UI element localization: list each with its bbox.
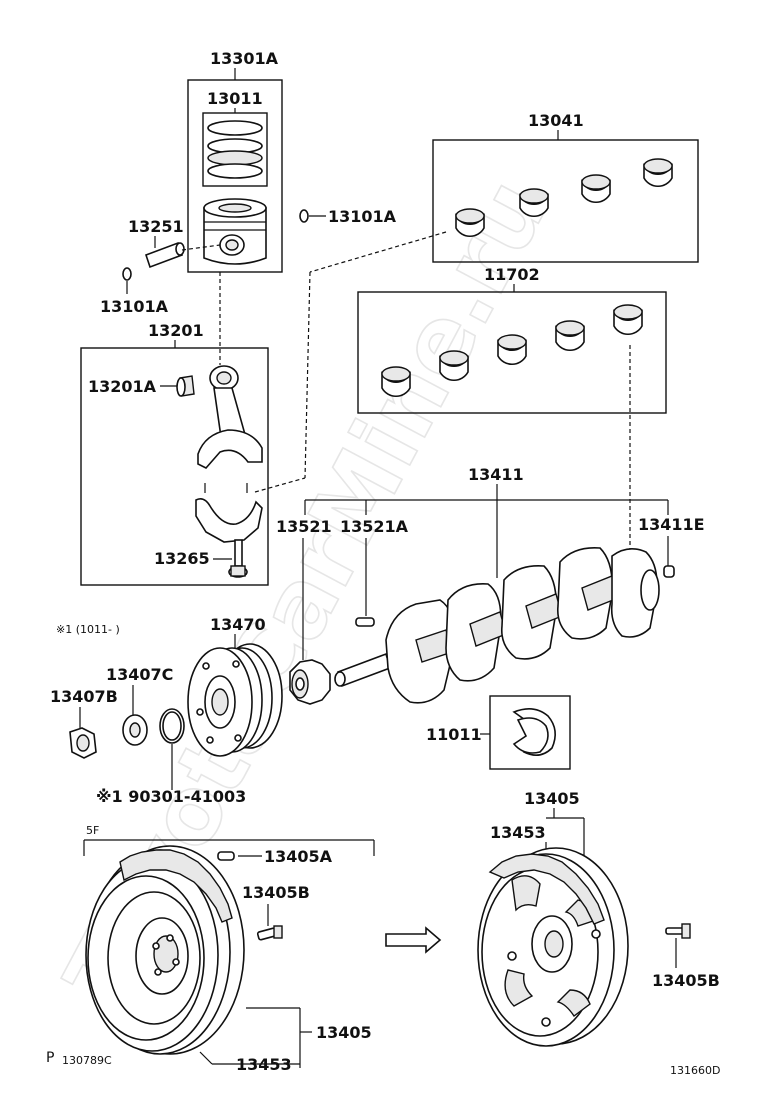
part-label-13405-left[interactable]: 13405 xyxy=(316,1023,372,1042)
piston-assembly-box xyxy=(187,79,283,273)
crank-pulley-group: ※1 (1011- ) 13470 13407C 13407B xyxy=(50,615,283,806)
main-bearing-box xyxy=(357,291,667,414)
flywheel-right[interactable] xyxy=(477,847,629,1047)
part-label-13411[interactable]: 13411 xyxy=(468,465,524,484)
crank-key[interactable] xyxy=(355,617,375,627)
flywheel-right-group: 13405 13453 13405B xyxy=(477,789,720,1047)
part-label-13041[interactable]: 13041 xyxy=(528,111,584,130)
connecting-rod[interactable] xyxy=(197,365,263,469)
snap-ring-left[interactable] xyxy=(122,267,132,281)
part-label-13453-left[interactable]: 13453 xyxy=(236,1055,292,1074)
rod-bearing-box xyxy=(432,139,699,263)
piston-ring-set[interactable] xyxy=(207,120,263,179)
crankshaft[interactable] xyxy=(334,546,660,704)
main-bearing-group: 11702 xyxy=(357,265,667,565)
part-label-13411E[interactable]: 13411E xyxy=(638,515,705,534)
piston[interactable] xyxy=(203,198,267,265)
part-label-13201A[interactable]: 13201A xyxy=(88,377,157,396)
rod-bearing-group: 13041 xyxy=(304,111,699,479)
part-label-13405B-left[interactable]: 13405B xyxy=(242,883,310,902)
part-label-13011[interactable]: 13011 xyxy=(207,89,263,108)
o-ring-90301[interactable] xyxy=(159,708,185,744)
part-label-13405B-right[interactable]: 13405B xyxy=(652,971,720,990)
rod-bolt[interactable] xyxy=(228,539,248,578)
pilot-bearing[interactable] xyxy=(663,565,675,578)
snap-ring-right[interactable] xyxy=(299,209,309,223)
part-label-13201[interactable]: 13201 xyxy=(148,321,204,340)
pulley-washer[interactable] xyxy=(122,714,148,746)
piston-ring-set-box xyxy=(202,112,268,187)
part-label-13405A[interactable]: 13405A xyxy=(264,847,333,866)
footnote-right: 131660D xyxy=(670,1064,720,1077)
thrust-washer[interactable] xyxy=(512,708,556,756)
part-label-11011[interactable]: 11011 xyxy=(426,725,482,744)
crankshaft-group: 13411 13521 13521A 13411E xyxy=(276,465,705,705)
rod-cap[interactable] xyxy=(195,483,263,543)
part-label-13101A-left[interactable]: 13101A xyxy=(100,297,169,316)
rod-bushing[interactable] xyxy=(176,375,195,397)
ring-gear-left[interactable] xyxy=(119,849,233,923)
label-5F: 5F xyxy=(86,824,99,837)
part-label-13405-right[interactable]: 13405 xyxy=(524,789,580,808)
piston-group: 13301A 13011 13101A 13251 xyxy=(100,49,397,365)
flywheel-pin[interactable] xyxy=(217,851,235,861)
flywheel-bolt-left[interactable] xyxy=(256,925,283,941)
rod-bearing-set[interactable] xyxy=(455,158,673,237)
arrow-right-icon xyxy=(385,926,442,954)
flywheel-left-group: 5F 13405A 13405B 1 xyxy=(83,824,375,1074)
crank-timing-gear[interactable] xyxy=(289,659,331,705)
part-label-13521[interactable]: 13521 xyxy=(276,517,332,536)
crank-pulley[interactable] xyxy=(187,643,283,757)
main-bearing-set[interactable] xyxy=(381,304,643,397)
footnote-left: 130789C xyxy=(62,1054,112,1067)
thrust-washer-group: 11011 xyxy=(426,695,571,770)
part-label-11702[interactable]: 11702 xyxy=(484,265,540,284)
flywheel-bolt-right[interactable] xyxy=(665,923,691,939)
part-label-13521A[interactable]: 13521A xyxy=(340,517,409,536)
connecting-rod-group: 13201 13201A 13265 xyxy=(80,321,306,586)
part-label-13265[interactable]: 13265 xyxy=(154,549,210,568)
thrust-washer-box xyxy=(489,695,571,770)
part-label-13101A-right[interactable]: 13101A xyxy=(328,207,397,226)
page-code: P xyxy=(46,1050,54,1066)
part-label-13407B[interactable]: 13407B xyxy=(50,687,118,706)
note-1011: ※1 (1011- ) xyxy=(56,623,120,636)
part-label-13251[interactable]: 13251 xyxy=(128,217,184,236)
piston-pin[interactable] xyxy=(144,241,185,269)
ring-gear-right[interactable] xyxy=(488,853,605,925)
part-label-13470[interactable]: 13470 xyxy=(210,615,266,634)
pulley-nut[interactable] xyxy=(69,727,97,759)
note-90301[interactable]: ※1 90301-41003 xyxy=(96,787,246,806)
part-label-13407C[interactable]: 13407C xyxy=(106,665,173,684)
part-label-13301A[interactable]: 13301A xyxy=(210,49,279,68)
connecting-rod-box xyxy=(80,347,269,586)
part-label-13453-right[interactable]: 13453 xyxy=(490,823,546,842)
